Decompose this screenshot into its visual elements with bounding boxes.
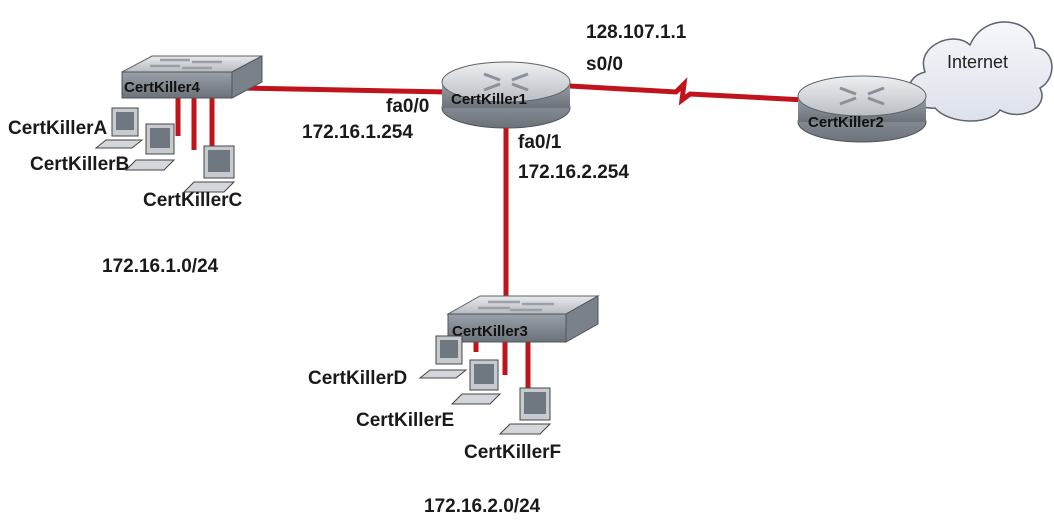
router-certkiller1: CertKiller1 <box>442 62 570 128</box>
router-certkiller2: CertKiller2 <box>798 76 926 142</box>
link-router1-router2-serial <box>570 84 805 100</box>
link-switch4-router1 <box>240 88 448 92</box>
network-left-label: 172.16.1.0/24 <box>102 256 219 277</box>
host-label: CertKillerF <box>464 442 561 463</box>
network-bottom-label: 172.16.2.0/24 <box>424 496 541 517</box>
host-label: CertKillerD <box>308 368 407 389</box>
host-label: CertKillerE <box>356 410 454 431</box>
links <box>178 84 805 396</box>
interface-fa00-label: fa0/0 <box>386 96 429 117</box>
internet-label: Internet <box>947 52 1008 72</box>
switch3-label: CertKiller3 <box>452 323 528 340</box>
interface-fa00-ip: 172.16.1.254 <box>302 122 413 143</box>
router1-label: CertKiller1 <box>451 91 527 108</box>
interface-fa01-ip: 172.16.2.254 <box>518 162 629 183</box>
router2-label: CertKiller2 <box>808 114 884 131</box>
host-certkillerC <box>184 146 234 192</box>
host-certkillerD <box>420 336 466 378</box>
switch-certkiller4: CertKiller4 <box>122 56 262 98</box>
host-label: CertKillerB <box>30 154 129 175</box>
interface-s00-ip: 128.107.1.1 <box>586 22 687 43</box>
host-label: CertKillerA <box>8 118 108 139</box>
switch4-label: CertKiller4 <box>124 79 201 96</box>
host-label: CertKillerC <box>143 190 243 211</box>
host-certkillerF <box>500 388 550 434</box>
interface-s00-label: s0/0 <box>586 54 623 75</box>
internet-cloud: Internet <box>909 22 1052 121</box>
host-certkillerE <box>452 360 500 404</box>
switch-certkiller3: CertKiller3 <box>448 296 598 342</box>
interface-fa01-label: fa0/1 <box>518 132 562 153</box>
